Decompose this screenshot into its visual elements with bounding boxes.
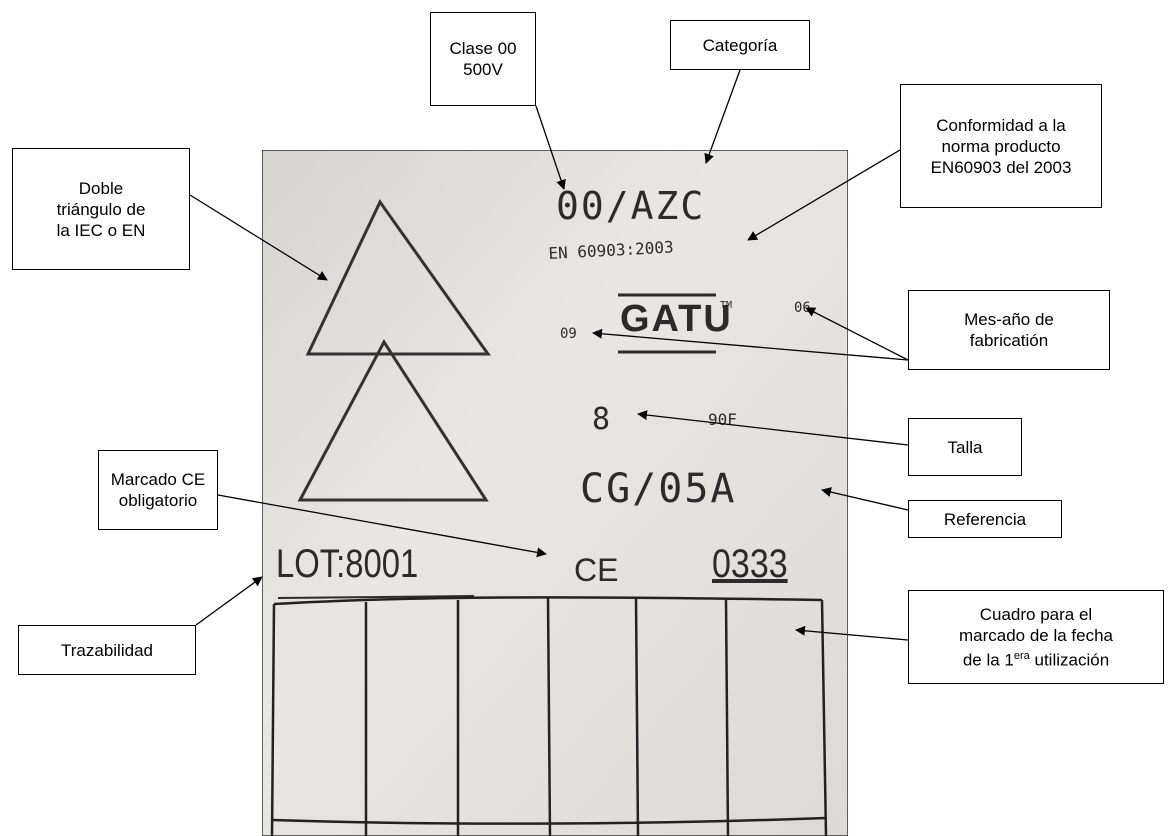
callout-conformidad-line2: norma producto [941,136,1061,156]
date-marking-grid [270,596,828,836]
reference-text: CG/05A [580,466,737,512]
glove-label-photo: 00/AZC EN 60903:2003 GATU TM 09 06 8 90F… [262,150,848,836]
callout-mes-line1: Mes-año de [964,310,1054,329]
callout-conformidad-line3: EN60903 del 2003 [930,157,1072,177]
callout-cuadro-line3-post: utilización [1029,650,1110,670]
callout-cuadro-line3: de la 1era utilización [959,646,1113,671]
lower-triangle [297,339,489,502]
callout-clase-line2: 500V [463,60,503,79]
arrow-clase [535,105,566,190]
callout-categoria-text: Categoría [702,35,778,55]
month-text: 09 [560,326,577,342]
callout-clase-line1: Clase 00 [449,39,517,58]
callout-doble-line1: Doble [78,178,124,198]
callout-ce-line2: obligatorio [118,491,198,510]
arrow-ano [805,307,909,361]
class-category-text: 00/AZC [556,184,706,228]
brand-logo: GATU [620,298,733,340]
callout-trazabilidad-text: Trazabilidad [61,640,153,660]
lot-text: LOT:8001 [276,542,419,586]
ce-mark: CE [574,552,619,588]
callout-referencia-text: Referencia [943,509,1027,529]
label-background [262,150,848,836]
callout-talla: Talla [908,418,1022,476]
callout-talla-text: Talla [947,437,983,457]
callout-conformidad-line1: Conformidad a la [936,115,1066,135]
callout-cuadro: Cuadro para el marcado de la fecha de la… [908,590,1164,684]
callout-clase: Clase 00 500V [430,12,536,106]
callout-categoria: Categoría [670,20,810,70]
callout-mes-ano: Mes-año de fabricatión [908,290,1110,370]
callout-cuadro-line1: Cuadro para el [979,604,1093,624]
callout-cuadro-line3-sup: era [1013,649,1030,662]
lot-underline [277,595,475,599]
callout-marcado-ce: Marcado CE obligatorio [98,450,218,530]
callout-ce-line1: Marcado CE [110,470,206,489]
callout-cuadro-line2: marcado de la fecha [958,625,1114,645]
arrow-mes [592,328,909,361]
arrow-talla [637,410,909,446]
callout-trazabilidad: Trazabilidad [18,625,196,675]
upper-triangle [305,199,491,356]
callout-doble-line3: la IEC o EN [56,220,146,240]
arrow-marcado-ce [217,494,547,558]
arrow-referencia [821,487,909,511]
callout-cuadro-line3-pre: de la 1 [962,650,1014,670]
size-text: 8 [592,402,611,437]
callout-referencia: Referencia [908,500,1062,538]
trademark-mark: TM [720,300,733,311]
arrow-trazabilidad [195,576,263,626]
arrow-doble-triangulo [189,194,328,281]
notified-body-number: 0333 [712,542,788,586]
arrow-cuadro [795,625,909,641]
callout-doble-line2: triángulo de [56,199,146,219]
callout-mes-line2: fabricatión [969,331,1049,350]
arrow-categoria [704,69,741,164]
arrow-conformidad [747,149,901,241]
